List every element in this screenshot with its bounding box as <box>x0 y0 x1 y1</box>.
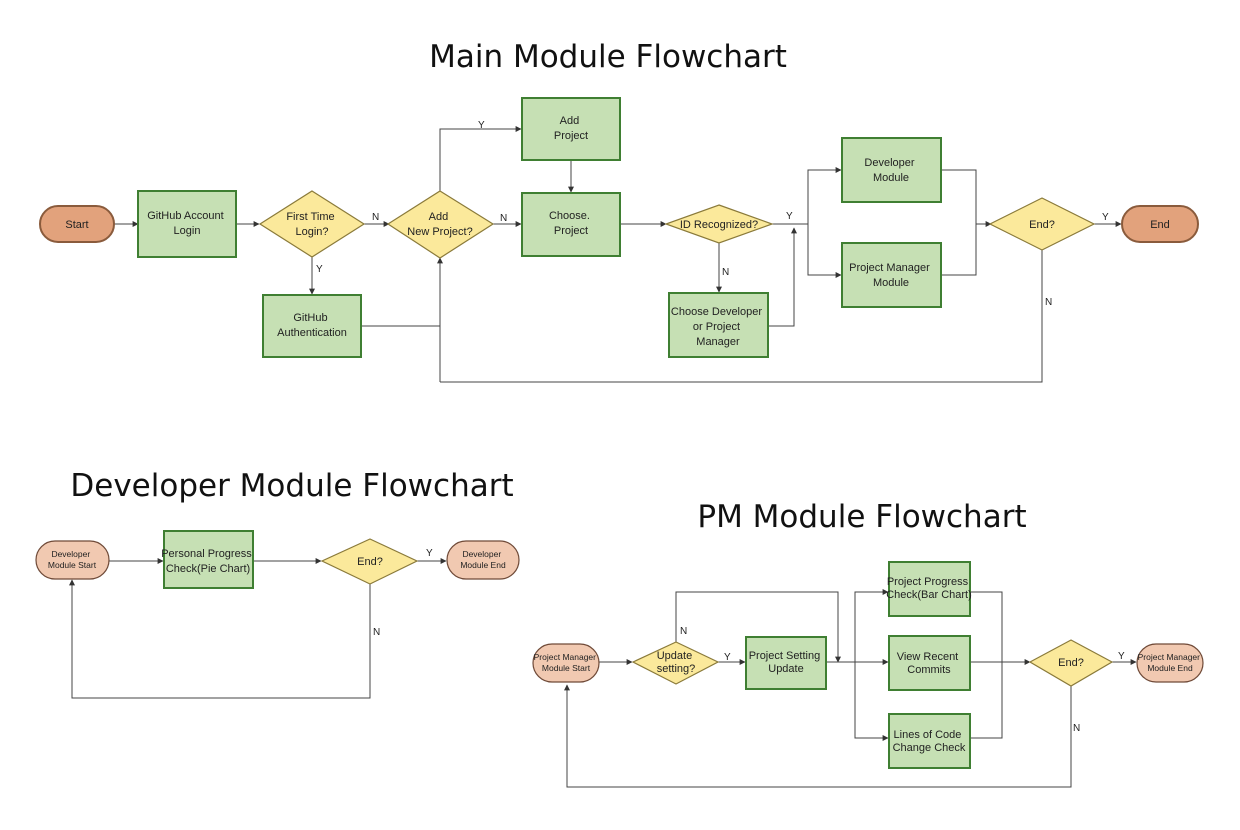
svg-text:Update setting?: Update setting? <box>657 650 696 675</box>
svg-text:Project Progress Check(B: Project Progress Check(Bar Chart) <box>886 576 972 601</box>
svg-text:Project Setting Update: Project Setting Update <box>749 650 824 675</box>
choose-role-box: Choose Developer or Project Manager <box>668 292 769 358</box>
github-authentication-box: GitHub Authentication <box>262 294 362 358</box>
svg-text:Developer Module End: Developer Module End <box>460 549 506 570</box>
svg-text:Project Manager Module E: Project Manager Module End <box>1138 652 1203 673</box>
svg-text:End?: End? <box>1058 657 1084 669</box>
choose-project-box: Choose. Project <box>521 192 621 257</box>
edge-label-n: N <box>722 267 729 278</box>
pm-start-terminal: Project Manager Module Start <box>532 643 600 683</box>
first-time-login-decision: First Time Login? <box>258 190 366 258</box>
edge-label-n: N <box>373 627 380 638</box>
svg-text:Personal Progress Check(: Personal Progress Check(Pie Chart) <box>161 548 255 575</box>
github-login-box: GitHub Account Login <box>137 190 237 258</box>
developer-start-terminal: Developer Module Start <box>35 540 110 580</box>
edge-label-y: Y <box>1102 212 1109 223</box>
edge-label-y: Y <box>1118 651 1125 662</box>
edge-label-n: N <box>1045 297 1052 308</box>
project-progress-box: Project Progress Check(Bar Chart) <box>886 561 972 617</box>
personal-progress-box: Personal Progress Check(Pie Chart) <box>161 530 255 589</box>
update-setting-decision: Update setting? <box>631 641 720 685</box>
add-project-box: Add Project <box>521 97 621 161</box>
svg-text:Developer Module: Developer Module <box>864 157 917 184</box>
add-new-project-decision: Add New Project? <box>386 190 495 259</box>
edge-label-y: Y <box>316 264 323 275</box>
edge-label-n: N <box>372 212 379 223</box>
id-recognized-decision: ID Recognized? <box>664 204 774 244</box>
svg-text:GitHub Authentication: GitHub Authentication <box>277 312 347 339</box>
svg-text:Lines of Code Change Che: Lines of Code Change Check <box>893 729 966 754</box>
developer-connectors <box>69 558 447 699</box>
svg-text:Project Manager Module S: Project Manager Module Start <box>534 652 599 673</box>
svg-text:GitHub Account Login: GitHub Account Login <box>147 210 227 237</box>
main-connectors <box>114 126 1122 383</box>
svg-text:Add New Project?: Add New Project? <box>407 211 472 238</box>
svg-text:Add Project: Add Project <box>554 115 588 142</box>
main-flowchart-title: Main Module Flowchart <box>429 39 787 75</box>
developer-flowchart-title: Developer Module Flowchart <box>70 468 513 504</box>
end-terminal: End <box>1121 205 1199 243</box>
edge-label-n: N <box>680 626 687 637</box>
svg-text:ID Recognized?: ID Recognized? <box>680 219 758 231</box>
svg-text:View Recent Commits: View Recent Commits <box>897 651 962 676</box>
developer-end-terminal: Developer Module End <box>446 540 520 580</box>
view-recent-commits-box: View Recent Commits <box>888 635 971 691</box>
svg-text:Choose Developer or Proj: Choose Developer or Project Manager <box>671 306 765 348</box>
pm-flowchart-title: PM Module Flowchart <box>697 499 1026 535</box>
svg-text:Choose. Project: Choose. Project <box>549 210 593 237</box>
edge-label-y: Y <box>426 548 433 559</box>
svg-text:End: End <box>1150 219 1170 231</box>
developer-end-decision: End? <box>320 538 419 585</box>
developer-module-box: Developer Module <box>841 137 942 203</box>
pm-end-decision: End? <box>1028 639 1114 687</box>
svg-text:Start: Start <box>65 219 88 231</box>
edge-label-y: Y <box>786 211 793 222</box>
pm-connectors <box>564 589 1137 788</box>
pm-end-terminal: Project Manager Module End <box>1136 643 1204 683</box>
svg-text:End?: End? <box>1029 219 1055 231</box>
project-setting-update-box: Project Setting Update <box>745 636 827 690</box>
edge-label-y: Y <box>724 652 731 663</box>
end-decision: End? <box>988 197 1096 251</box>
svg-text:End?: End? <box>357 556 383 568</box>
edge-label-y: Y <box>478 120 485 131</box>
lines-of-code-box: Lines of Code Change Check <box>888 713 971 769</box>
svg-text:First Time Login?: First Time Login? <box>286 211 337 238</box>
start-terminal: Start <box>39 205 115 243</box>
svg-text:Developer Module Start: Developer Module Start <box>48 549 97 570</box>
pm-module-box: Project Manager Module <box>841 242 942 308</box>
edge-label-n: N <box>500 213 507 224</box>
edge-label-n: N <box>1073 723 1080 734</box>
svg-text:Project Manager Module: Project Manager Module <box>849 262 933 289</box>
